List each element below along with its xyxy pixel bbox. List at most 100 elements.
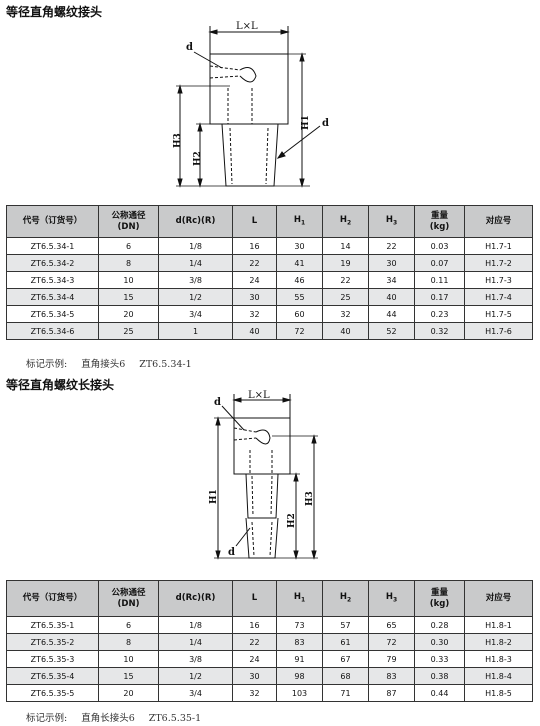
cell-h2: 22 bbox=[322, 271, 369, 289]
cell-l: 30 bbox=[232, 288, 277, 306]
cell-h3: 30 bbox=[368, 254, 415, 272]
cell-ref: H1.8-4 bbox=[464, 667, 533, 685]
note-code: ZT6.5.35-1 bbox=[148, 713, 202, 724]
cell-h1: 91 bbox=[276, 650, 323, 668]
cell-l: 30 bbox=[232, 667, 277, 685]
note-code: ZT6.5.34-1 bbox=[139, 359, 192, 370]
cell-dn: 25 bbox=[98, 322, 159, 340]
cell-d: 1/2 bbox=[158, 667, 233, 685]
cell-code: ZT6.5.34-4 bbox=[6, 288, 99, 306]
cell-h3: 79 bbox=[368, 650, 415, 668]
cell-h1: 55 bbox=[276, 288, 323, 306]
cell-ref: H1.7-4 bbox=[464, 288, 533, 306]
cell-weight: 0.07 bbox=[414, 254, 465, 272]
cell-weight: 0.38 bbox=[414, 667, 465, 685]
cell-h1: 46 bbox=[276, 271, 323, 289]
table-header-row: 代号（订货号） 公称通径(DN) d(Rc)(R) L H1 H2 H3 重量(… bbox=[6, 205, 533, 238]
cell-h2: 40 bbox=[322, 322, 369, 340]
col-h3-header: H3 bbox=[368, 580, 415, 617]
col-ref-header: 对应号 bbox=[464, 580, 533, 617]
note-label: 标记示例: bbox=[26, 359, 68, 370]
section-1-table: 代号（订货号） 公称通径(DN) d(Rc)(R) L H1 H2 H3 重量(… bbox=[6, 205, 533, 340]
cell-h1: 73 bbox=[276, 616, 323, 634]
cell-l: 22 bbox=[232, 254, 277, 272]
note-name: 直角接头6 bbox=[81, 359, 126, 370]
cell-weight: 0.33 bbox=[414, 650, 465, 668]
cell-h2: 57 bbox=[322, 616, 369, 634]
cell-l: 16 bbox=[232, 237, 277, 255]
cell-h2: 61 bbox=[322, 633, 369, 651]
cell-weight: 0.32 bbox=[414, 322, 465, 340]
cell-code: ZT6.5.35-5 bbox=[6, 684, 99, 702]
cell-d: 1/2 bbox=[158, 288, 233, 306]
cell-code: ZT6.5.34-1 bbox=[6, 237, 99, 255]
cell-h3: 72 bbox=[368, 633, 415, 651]
col-ref-header: 对应号 bbox=[464, 205, 533, 238]
h3-label: H3 bbox=[305, 491, 315, 506]
cell-h1: 103 bbox=[276, 684, 323, 702]
h2-label: H2 bbox=[193, 151, 203, 166]
cell-h2: 71 bbox=[322, 684, 369, 702]
h2-label: H2 bbox=[287, 513, 297, 528]
cell-h2: 68 bbox=[322, 667, 369, 685]
section-2-title: 等径直角螺纹长接头 bbox=[6, 378, 115, 392]
cell-h3: 87 bbox=[368, 684, 415, 702]
cell-h1: 30 bbox=[276, 237, 323, 255]
section-1-title: 等径直角螺纹接头 bbox=[6, 5, 103, 19]
cell-weight: 0.44 bbox=[414, 684, 465, 702]
long-elbow-fitting-drawing: L×L d d H1 H2 H3 bbox=[209, 390, 318, 560]
cell-code: ZT6.5.35-3 bbox=[6, 650, 99, 668]
cell-weight: 0.03 bbox=[414, 237, 465, 255]
cell-h3: 44 bbox=[368, 305, 415, 323]
cell-dn: 10 bbox=[98, 650, 159, 668]
h1-label: H1 bbox=[301, 115, 311, 130]
cell-l: 24 bbox=[232, 650, 277, 668]
cell-d: 3/4 bbox=[158, 305, 233, 323]
col-d-header: d(Rc)(R) bbox=[158, 580, 233, 617]
cell-d: 1/8 bbox=[158, 237, 233, 255]
cell-code: ZT6.5.35-1 bbox=[6, 616, 99, 634]
cell-l: 22 bbox=[232, 633, 277, 651]
cell-h3: 65 bbox=[368, 616, 415, 634]
cell-weight: 0.28 bbox=[414, 616, 465, 634]
cell-h1: 83 bbox=[276, 633, 323, 651]
cell-weight: 0.30 bbox=[414, 633, 465, 651]
col-dn-header: 公称通径(DN) bbox=[98, 580, 159, 617]
cell-h1: 60 bbox=[276, 305, 323, 323]
col-h2-header: H2 bbox=[322, 205, 369, 238]
dim-lxl-label: L×L bbox=[248, 390, 270, 401]
cell-dn: 20 bbox=[98, 305, 159, 323]
col-l-header: L bbox=[232, 205, 277, 238]
cell-d: 3/4 bbox=[158, 684, 233, 702]
cell-d: 1/4 bbox=[158, 633, 233, 651]
cell-h2: 32 bbox=[322, 305, 369, 323]
cell-dn: 8 bbox=[98, 254, 159, 272]
cell-code: ZT6.5.35-2 bbox=[6, 633, 99, 651]
table-row: ZT6.5.35-2 8 1/4 22 83 61 72 0.30 H1.8-2 bbox=[6, 633, 533, 651]
col-h2-header: H2 bbox=[322, 580, 369, 617]
cell-dn: 10 bbox=[98, 271, 159, 289]
table-row: ZT6.5.35-1 6 1/8 16 73 57 65 0.28 H1.8-1 bbox=[6, 616, 533, 634]
cell-dn: 15 bbox=[98, 667, 159, 685]
cell-ref: H1.8-5 bbox=[464, 684, 533, 702]
cell-h2: 19 bbox=[322, 254, 369, 272]
cell-code: ZT6.5.34-3 bbox=[6, 271, 99, 289]
cell-h3: 52 bbox=[368, 322, 415, 340]
table-header-row: 代号（订货号） 公称通径(DN) d(Rc)(R) L H1 H2 H3 重量(… bbox=[6, 580, 533, 617]
table-row: ZT6.5.35-4 15 1/2 30 98 68 83 0.38 H1.8-… bbox=[6, 667, 533, 685]
cell-code: ZT6.5.34-2 bbox=[6, 254, 99, 272]
cell-h3: 83 bbox=[368, 667, 415, 685]
col-code-header: 代号（订货号） bbox=[6, 205, 99, 238]
cell-l: 24 bbox=[232, 271, 277, 289]
table-row: ZT6.5.35-3 10 3/8 24 91 67 79 0.33 H1.8-… bbox=[6, 650, 533, 668]
col-dn-header: 公称通径(DN) bbox=[98, 205, 159, 238]
col-l-header: L bbox=[232, 580, 277, 617]
cell-h2: 67 bbox=[322, 650, 369, 668]
cell-weight: 0.17 bbox=[414, 288, 465, 306]
cell-d: 1/8 bbox=[158, 616, 233, 634]
cell-weight: 0.23 bbox=[414, 305, 465, 323]
cell-l: 16 bbox=[232, 616, 277, 634]
cell-ref: H1.7-5 bbox=[464, 305, 533, 323]
cell-h3: 22 bbox=[368, 237, 415, 255]
cell-d: 1/4 bbox=[158, 254, 233, 272]
